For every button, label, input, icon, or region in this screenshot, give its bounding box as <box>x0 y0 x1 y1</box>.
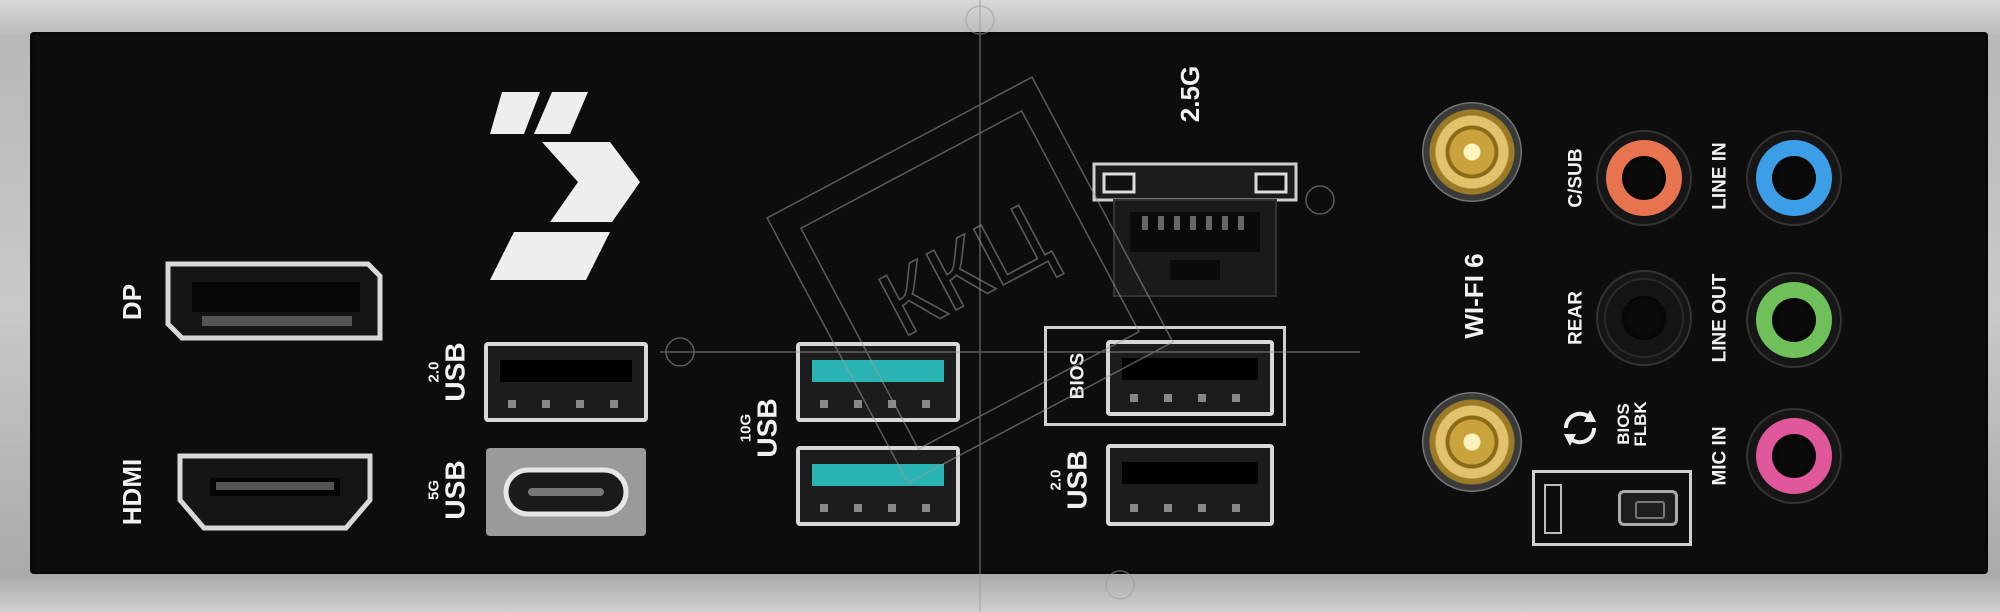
line-out-label: LINE OUT <box>1709 273 1731 363</box>
lan-label: 2.5G <box>1175 65 1205 123</box>
ethernet-port[interactable] <box>1090 160 1300 300</box>
audio-jack-rear[interactable] <box>1596 270 1692 366</box>
bios-flbk-button[interactable] <box>1618 490 1678 526</box>
wifi-antenna-connector-bottom[interactable] <box>1422 392 1522 492</box>
audio-jack-csub[interactable] <box>1596 130 1692 226</box>
audio-jack-line-out[interactable] <box>1746 272 1842 368</box>
displayport-port[interactable] <box>162 260 384 344</box>
bios-flbk-led <box>1544 484 1562 534</box>
mic-in-label: MIC IN <box>1709 426 1731 486</box>
usb10g-port-bottom[interactable] <box>796 446 960 526</box>
bios-flbk-frame <box>1532 470 1692 546</box>
usb10g-label: 10G USB <box>737 398 783 458</box>
bios-flbk-label: BIOS FLBK <box>1614 401 1650 447</box>
audio-jack-mic-in[interactable] <box>1746 408 1842 504</box>
refresh-icon <box>1563 410 1597 446</box>
usb20-left-label: 2.0 USB <box>425 342 471 402</box>
wifi-label: WI-FI 6 <box>1459 253 1489 339</box>
brand-logo-icon <box>490 92 640 280</box>
usb20-port-left[interactable] <box>484 342 648 422</box>
hdmi-label: HDMI <box>117 458 147 526</box>
bios-usb-label: BIOS <box>1067 352 1089 400</box>
rear-label: REAR <box>1565 291 1587 345</box>
audio-jack-line-in[interactable] <box>1746 130 1842 226</box>
usb10g-port-top[interactable] <box>796 342 960 422</box>
wifi-antenna-connector-top[interactable] <box>1422 102 1522 202</box>
usb5g-label: 5G USB <box>425 460 471 520</box>
usb-bios-port[interactable] <box>1106 340 1274 416</box>
usb20-middle-label: 2.0 USB <box>1047 450 1093 510</box>
hdmi-port[interactable] <box>176 452 374 532</box>
dp-label: DP <box>117 283 147 321</box>
line-in-label: LINE IN <box>1709 142 1731 210</box>
csub-label: C/SUB <box>1565 148 1587 208</box>
usb-c-port[interactable] <box>486 448 646 536</box>
usb20-port-middle[interactable] <box>1106 444 1274 526</box>
